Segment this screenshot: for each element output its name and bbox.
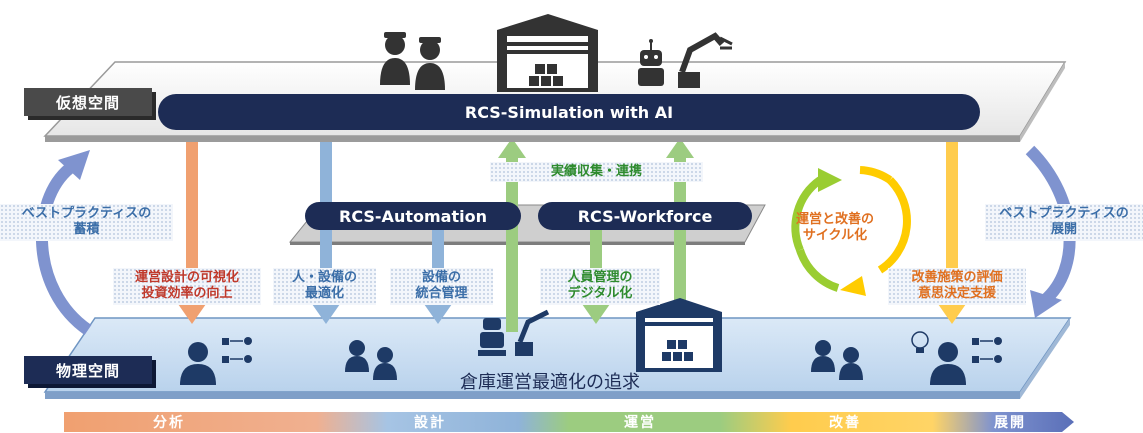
arrow-orange-down — [178, 142, 206, 324]
rcs-simulation-platform: RCS-Simulation with AI — [158, 94, 980, 130]
analyst-icon — [180, 342, 216, 385]
operation-design-label: 運営設計の可視化 投資効率の向上 — [113, 268, 261, 305]
people-equipment-label: 人・設備の 最適化 — [273, 268, 376, 305]
arrow-green-up-2 — [666, 138, 694, 306]
cycle-arrows — [791, 166, 911, 296]
virtual-space-tag: 仮想空間 — [24, 88, 152, 116]
arrow-green-up-1 — [498, 138, 526, 332]
workers-icon-3 — [811, 340, 863, 380]
phase-improvement: 改善 — [829, 415, 861, 431]
arrow-yellow-down — [938, 142, 966, 324]
phase-deployment: 展開 — [994, 415, 1026, 431]
cycle-label: 運営と改善の サイクル化 — [795, 212, 874, 244]
lightbulb-icon — [911, 331, 929, 353]
workforce-digital-label: 人員管理の デジタル化 — [540, 268, 660, 305]
warehouse-icon-2 — [636, 298, 722, 372]
robot-arm-icon-2 — [478, 309, 550, 356]
phase-bar — [64, 412, 1074, 432]
warehouse-icon — [497, 14, 598, 92]
equipment-integration-label: 設備の 統合管理 — [390, 268, 493, 305]
best-practice-accumulate-label: ベストプラクティスの 蓄積 — [0, 204, 173, 241]
data-collection-label: 実績収集・連携 — [490, 162, 703, 183]
flow-icon-1 — [222, 337, 252, 363]
phase-operation: 運営 — [624, 415, 656, 431]
manager-icon — [930, 342, 966, 385]
phase-design: 設計 — [414, 415, 446, 431]
left-curved-arrow — [35, 150, 92, 335]
workers-icon — [380, 32, 445, 90]
flow-icon-2 — [972, 337, 1002, 363]
phase-analysis: 分析 — [153, 415, 185, 431]
warehouse-goal-label: 倉庫運営最適化の追求 — [460, 372, 640, 393]
best-practice-deploy-label: ベストプラクティスの 展開 — [985, 204, 1143, 241]
robot-arm-icon — [638, 32, 733, 88]
improvement-eval-label: 改善施策の評価 意思決定支援 — [888, 268, 1026, 305]
workers-icon-2 — [345, 340, 397, 380]
physical-space-tag: 物理空間 — [24, 356, 152, 384]
rcs-workforce-platform: RCS-Workforce — [538, 202, 752, 230]
rcs-automation-platform: RCS-Automation — [305, 202, 521, 230]
physical-space-plane — [43, 317, 1072, 399]
